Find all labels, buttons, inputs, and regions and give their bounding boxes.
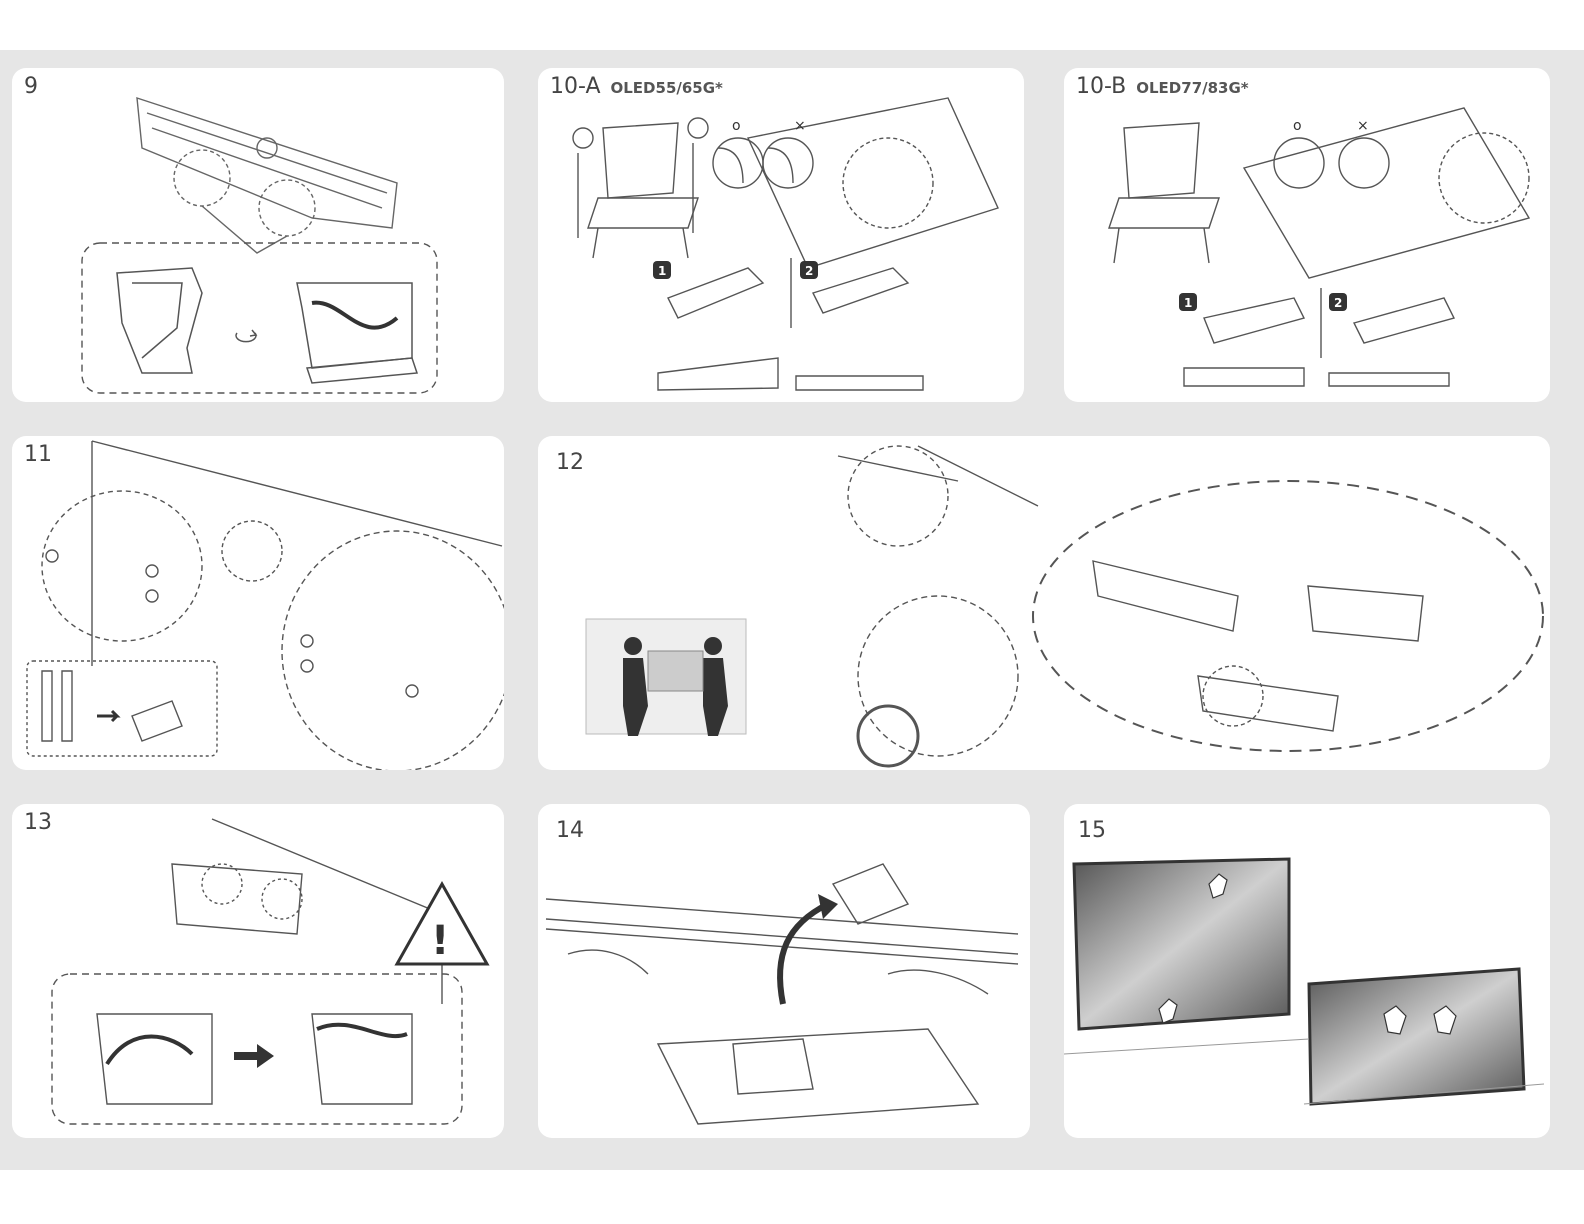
incorrect-mark: × [794, 118, 806, 134]
bracket-illustration [12, 68, 504, 402]
step-11-panel: 11 [12, 436, 504, 770]
step-12-panel: 12 [538, 436, 1550, 770]
step-14-panel: 14 [538, 804, 1030, 1138]
correct-mark: o [1293, 118, 1302, 134]
manual-sheet: 9 10-A OLED [0, 50, 1584, 1170]
remove-protective-film-illustration [538, 804, 1030, 1138]
cable-check-illustration: ! [12, 804, 504, 1138]
step-15-panel: 15 [1064, 804, 1550, 1138]
cable-routing-illustration: o × 1 2 [538, 68, 1024, 402]
step-9-panel: 9 [12, 68, 504, 402]
step-badge-1-label: 1 [658, 264, 666, 278]
step-10a-panel: 10-A OLED55/65G* o × 1 2 [538, 68, 1024, 402]
wall-mounted-tv-illustration [1064, 804, 1550, 1138]
incorrect-mark: × [1357, 118, 1369, 134]
warning-icon-label: ! [431, 918, 449, 964]
step-badge-2-label: 2 [805, 264, 813, 278]
install-on-wall-illustration [538, 436, 1550, 770]
tv-screen [1309, 969, 1524, 1104]
correct-mark: o [732, 118, 741, 134]
step-badge-2-label: 2 [1334, 296, 1342, 310]
tv-screen [1074, 859, 1289, 1029]
wall-mount-illustration [12, 436, 504, 770]
cable-routing-illustration: o × 1 2 [1064, 68, 1550, 402]
step-13-panel: 13 ! [12, 804, 504, 1138]
step-badge-1-label: 1 [1184, 296, 1192, 310]
step-10b-panel: 10-B OLED77/83G* o × 1 2 [1064, 68, 1550, 402]
